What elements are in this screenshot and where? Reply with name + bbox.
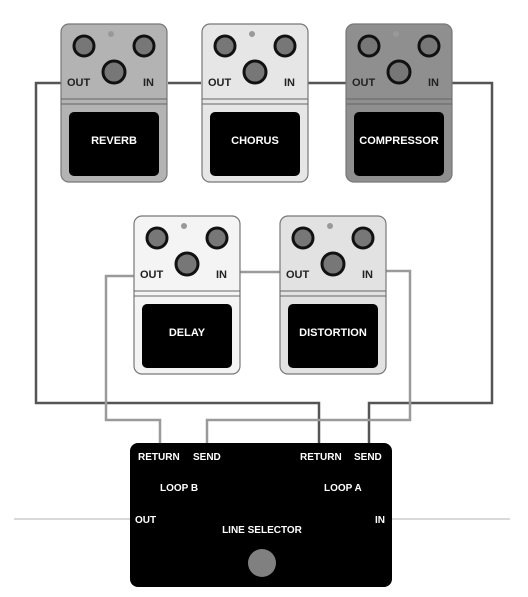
loop-b-send-label: SEND [193, 452, 221, 463]
footswitch[interactable] [248, 549, 276, 577]
delay-in-label: IN [216, 269, 227, 281]
loop-a-send-cable [367, 81, 494, 443]
selector-out-label: OUT [135, 515, 156, 526]
distortion-name: DISTORTION [299, 327, 367, 339]
reverb-out-label: OUT [67, 77, 91, 89]
loop-b-label: LOOP B [160, 483, 198, 494]
distortion-out-label: OUT [286, 269, 310, 281]
selector-title: LINE SELECTOR [222, 525, 303, 536]
chorus-in-label: IN [284, 77, 295, 89]
line-selector: RETURN SEND RETURN SEND LOOP B LOOP A OU… [130, 443, 392, 587]
distortion-pedal: OUT IN DISTORTION [278, 214, 388, 376]
chorus-name: CHORUS [231, 135, 279, 147]
loop-a-send-label: SEND [354, 452, 382, 463]
loop-b-send-cable [205, 269, 412, 443]
reverb-in-label: IN [143, 77, 154, 89]
selector-in-label: IN [375, 515, 385, 526]
chorus-pedal: OUT IN CHORUS [200, 22, 310, 184]
compressor-pedal: OUT IN COMPRESSOR [344, 22, 454, 184]
distortion-in-label: IN [362, 269, 373, 281]
compressor-name: COMPRESSOR [359, 135, 439, 147]
loop-a-return-label: RETURN [300, 452, 342, 463]
delay-out-cable [104, 274, 162, 443]
delay-out-label: OUT [140, 269, 164, 281]
reverb-name: REVERB [91, 135, 137, 147]
delay-pedal: OUT IN DELAY [132, 214, 242, 376]
line-selector-body [130, 443, 392, 587]
chorus-out-label: OUT [208, 77, 232, 89]
loop-a-label: LOOP A [324, 483, 362, 494]
reverb-pedal: OUT IN REVERB [59, 22, 169, 184]
delay-name: DELAY [169, 327, 206, 339]
compressor-in-label: IN [428, 77, 439, 89]
loop-b-return-label: RETURN [138, 452, 180, 463]
compressor-out-label: OUT [352, 77, 376, 89]
reverb-out-cable [34, 81, 321, 443]
